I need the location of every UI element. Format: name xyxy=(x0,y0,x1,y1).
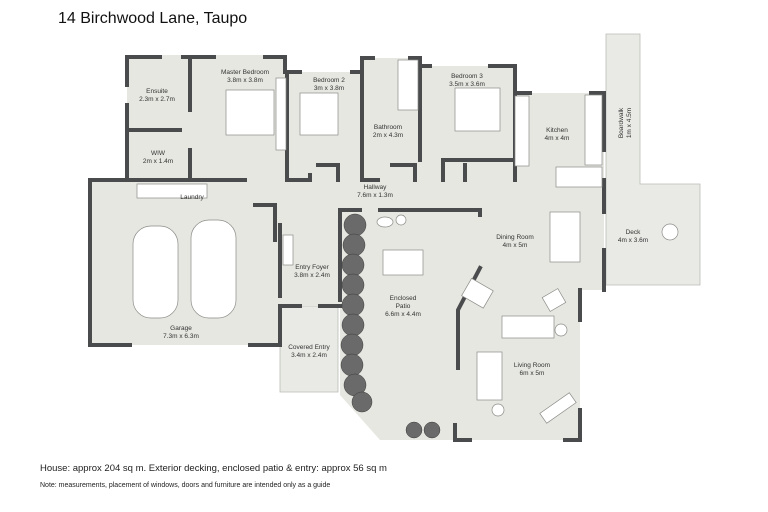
sofa xyxy=(501,315,555,339)
deck-table xyxy=(661,223,679,241)
armchair xyxy=(541,288,567,312)
tv-unit xyxy=(539,392,577,424)
car-2 xyxy=(190,219,237,319)
room-label-laundry: Laundry xyxy=(180,194,204,201)
bedroom2-bed xyxy=(299,92,339,136)
loveseat xyxy=(476,351,503,401)
area-summary: House: approx 204 sq m. Exterior decking… xyxy=(40,463,387,474)
master-bed xyxy=(225,89,275,136)
shrubs xyxy=(340,213,441,439)
entry-bench xyxy=(282,234,294,266)
side-table xyxy=(554,323,568,337)
kitchen-island xyxy=(584,94,603,166)
patio-planter xyxy=(376,216,394,228)
car-1 xyxy=(132,225,179,319)
disclaimer-note: Note: measurements, placement of windows… xyxy=(40,482,331,489)
kitchen-counter xyxy=(555,166,603,188)
dining-table xyxy=(549,211,581,263)
kitchen-counter-side xyxy=(514,95,530,167)
walls xyxy=(88,55,606,442)
living-side-table xyxy=(491,403,505,417)
bedroom3-bed xyxy=(454,87,501,132)
desk xyxy=(461,277,494,309)
furniture xyxy=(132,59,679,424)
patio-pot xyxy=(395,214,407,226)
wardrobe xyxy=(275,77,287,151)
patio-table xyxy=(382,249,424,276)
property-address-title: 14 Birchwood Lane, Taupo xyxy=(58,10,248,27)
laundry-bench xyxy=(136,183,208,199)
boardwalk-area xyxy=(605,33,701,286)
bathtub xyxy=(397,59,419,111)
